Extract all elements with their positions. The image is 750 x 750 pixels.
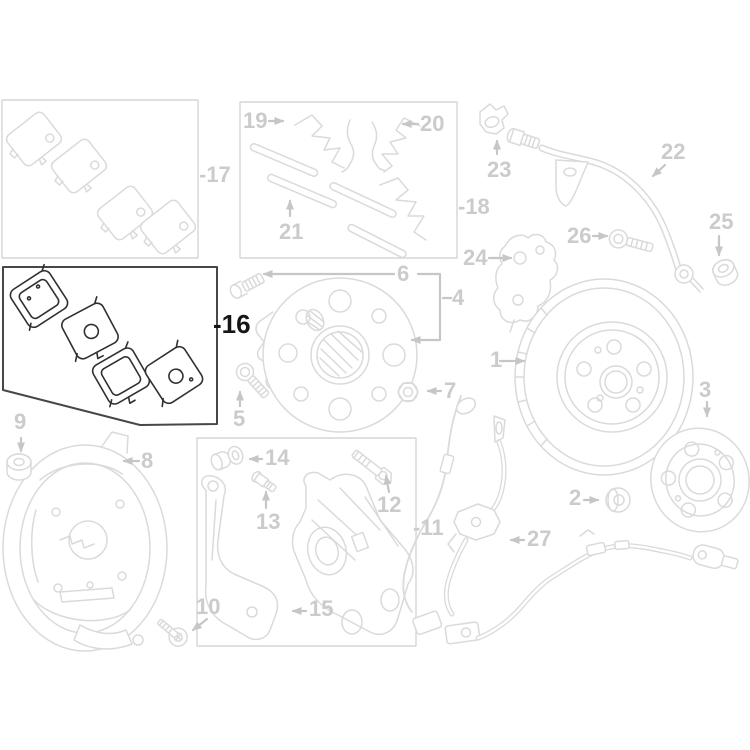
callout-2[interactable]: 2 (569, 485, 582, 510)
callout-1[interactable]: 1 (490, 347, 503, 372)
callout-15[interactable]: 15 (309, 596, 334, 621)
callout-9[interactable]: 9 (14, 409, 27, 434)
callout-21[interactable]: 21 (279, 219, 304, 244)
callout-13[interactable]: 13 (256, 509, 281, 534)
retainer-nut-9 (6, 453, 32, 481)
arrow-4 (410, 272, 442, 344)
caliper-anchor-bracket (291, 471, 414, 636)
callout-12[interactable]: 12 (377, 492, 402, 517)
speed-sensor-wire (402, 395, 739, 645)
flange-nut-25 (712, 259, 739, 286)
wear-indicator-clip (371, 121, 385, 171)
callout-8[interactable]: 8 (141, 448, 154, 473)
box-shims-16-highlighted (2, 266, 218, 426)
pad-support-clip (381, 117, 421, 173)
callout-7[interactable]: 7 (444, 378, 457, 403)
pad-fitting-kit (249, 114, 427, 259)
callout-arrows (17, 117, 723, 632)
callout-14[interactable]: 14 (265, 445, 290, 470)
brake-rotor-disc (514, 278, 694, 476)
callout-17[interactable]: -17 (199, 162, 231, 187)
pad-shim-kit-highlighted (9, 263, 204, 408)
arrow-10 (191, 617, 209, 632)
callout-6[interactable]: 6 (397, 261, 410, 286)
callout-18[interactable]: -18 (458, 194, 490, 219)
callout-4[interactable]: 4 (452, 285, 465, 310)
wheel-stud (229, 272, 265, 299)
box-pads-17 (1, 99, 199, 259)
callout-24[interactable]: 24 (463, 245, 488, 270)
caliper-assembly (201, 445, 414, 641)
arrow-12 (383, 474, 392, 494)
callout-5[interactable]: 5 (233, 406, 246, 431)
callout-27[interactable]: 27 (527, 526, 552, 551)
callout-25[interactable]: 25 (709, 209, 734, 234)
slide-pin-13 (251, 471, 277, 493)
hose-clip-bracket (479, 103, 509, 135)
plate-screw-10 (157, 618, 188, 647)
callout-10[interactable]: 10 (196, 594, 221, 619)
brake-pads (5, 111, 197, 255)
hub-bearing-assembly (255, 277, 418, 433)
callout-23[interactable]: 23 (487, 157, 512, 182)
torque-plate-arm-15 (201, 475, 279, 641)
callout-22[interactable]: 22 (661, 139, 686, 164)
slide-bushing-14 (210, 445, 244, 471)
parking-brake-backing-plate (2, 431, 168, 652)
callout-11[interactable]: -11 (413, 515, 444, 540)
callout-16-highlighted[interactable]: -16 (213, 309, 251, 339)
pad-support-clip (294, 114, 345, 169)
axle-hub-flange (650, 427, 750, 533)
wear-indicator-clip (341, 119, 355, 173)
callout-20[interactable]: 20 (420, 111, 445, 136)
callout-26[interactable]: 26 (567, 223, 592, 248)
grease-cap (605, 487, 631, 513)
hub-bolt (235, 362, 270, 399)
callout-3[interactable]: 3 (699, 377, 712, 402)
hub-nut (397, 381, 419, 403)
union-bolt (608, 229, 654, 253)
box-fitkit-18 (239, 101, 458, 259)
slide-pin (329, 182, 397, 218)
slide-pin (347, 223, 407, 259)
slide-pin (266, 173, 338, 209)
brake-hose (506, 127, 704, 293)
pad-support-clip (379, 177, 427, 241)
slide-pin (249, 143, 319, 177)
callout-19[interactable]: 19 (243, 108, 268, 133)
arrow-22 (651, 163, 667, 178)
